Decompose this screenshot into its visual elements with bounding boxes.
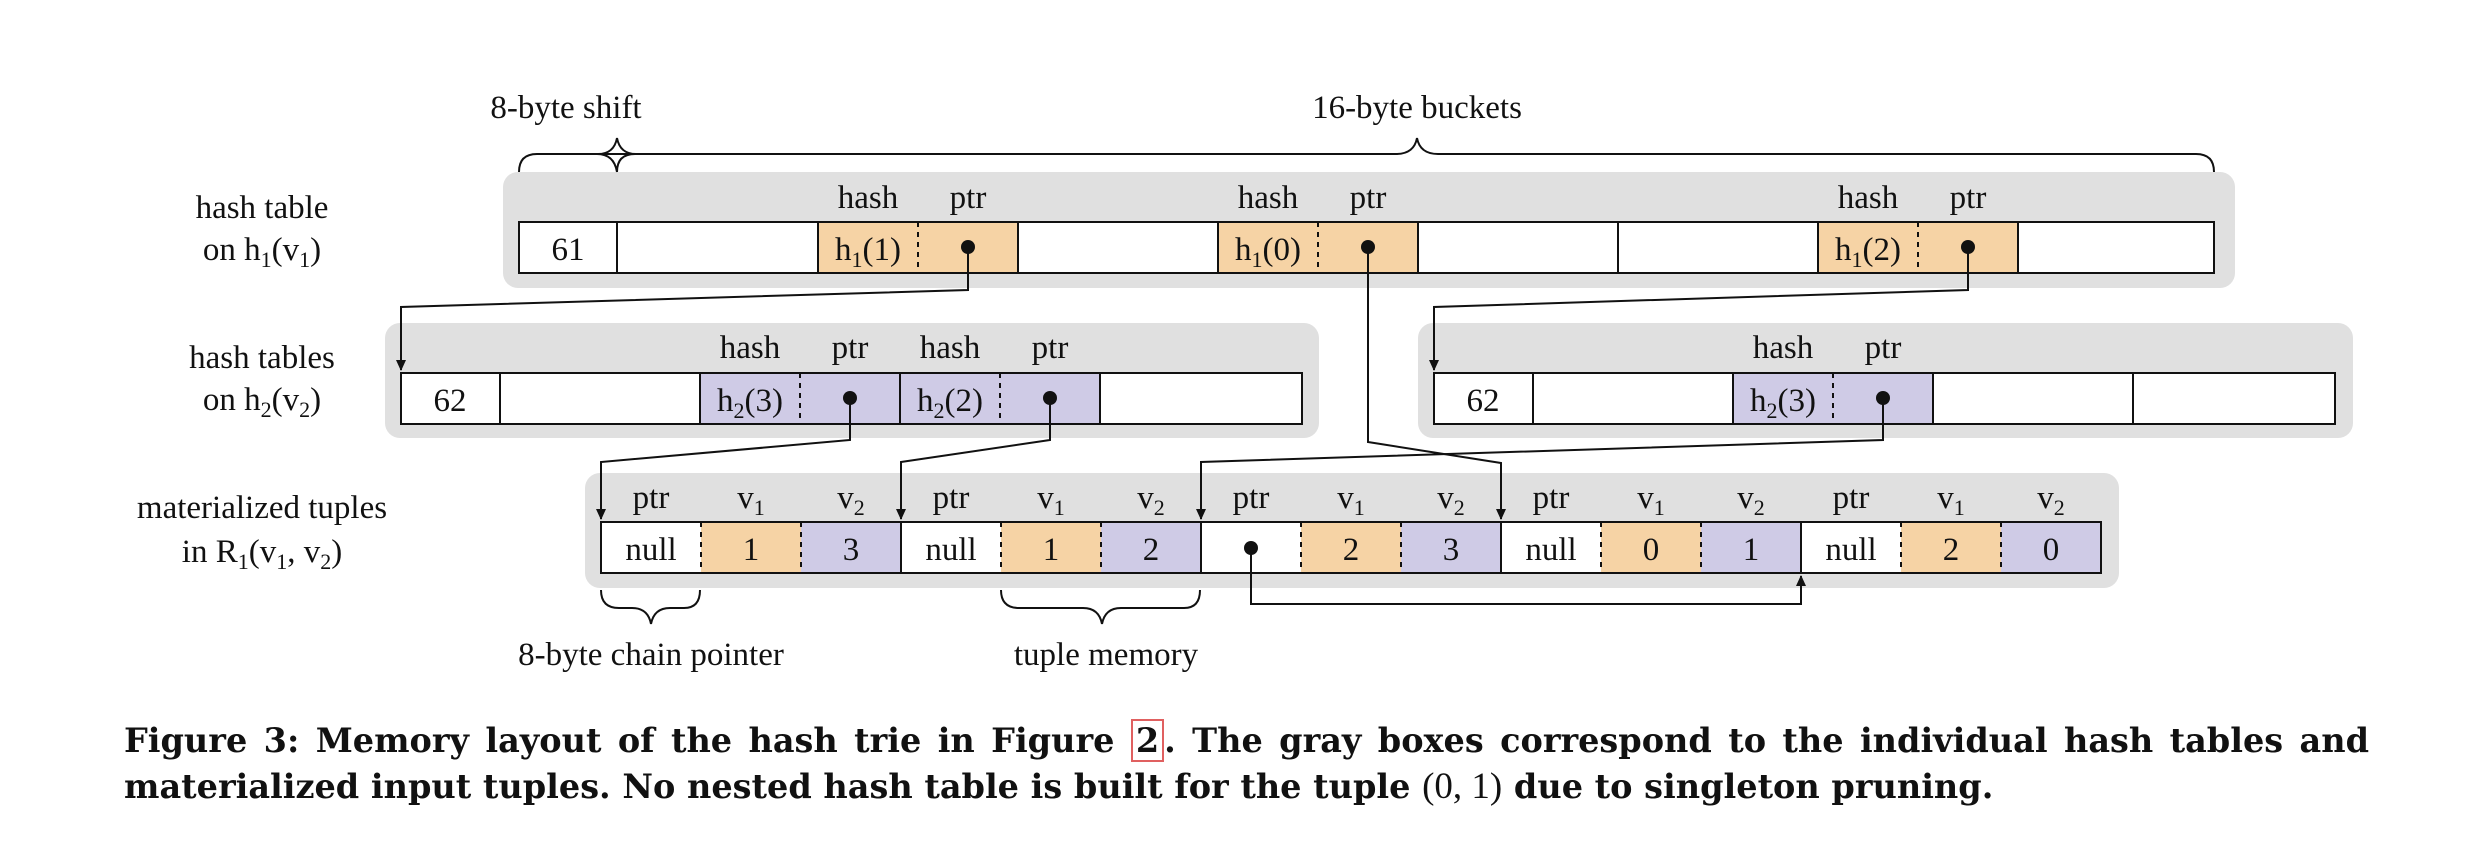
svg-text:hash tables: hash tables: [189, 340, 335, 376]
svg-text:materialized tuples: materialized tuples: [137, 490, 387, 526]
svg-text:hash: hash: [1238, 180, 1299, 216]
svg-text:hash: hash: [838, 180, 899, 216]
figure-caption: Figure 3: Memory layout of the hash trie…: [124, 719, 2370, 807]
shift-label: 8-byte shift: [490, 90, 641, 126]
svg-text:1: 1: [1743, 532, 1760, 568]
svg-text:3: 3: [1443, 532, 1460, 568]
svg-text:v1: v1: [1337, 480, 1365, 520]
svg-text:null: null: [625, 532, 676, 568]
svg-text:2: 2: [1143, 532, 1160, 568]
svg-text:v1: v1: [1937, 480, 1965, 520]
hash-table-2a: 62 h2(3) hash ptr h2(2) hash ptr: [400, 330, 1303, 425]
svg-text:on h2(v2): on h2(v2): [203, 382, 321, 422]
hash-table-1: 61 h1(1) hash ptr h1(0) hash ptr h1(2) h…: [518, 180, 2215, 274]
svg-text:null: null: [925, 532, 976, 568]
svg-text:hash table: hash table: [196, 190, 329, 226]
svg-text:h1(1): h1(1): [835, 232, 901, 272]
svg-text:in R1(v1, v2): in R1(v1, v2): [182, 534, 342, 574]
svg-text:1: 1: [743, 532, 760, 568]
svg-text:v2: v2: [2037, 480, 2065, 520]
svg-text:ptr: ptr: [1833, 480, 1870, 516]
ht1-shift-value: 61: [552, 232, 585, 268]
svg-text:h1(0): h1(0): [1235, 232, 1301, 272]
hash-table-2b: 62 h2(3) hash ptr: [1433, 330, 2336, 425]
tuple-entry: null 1 2 ptr v1 v2: [900, 480, 1201, 573]
ht2b-shift-value: 62: [1467, 383, 1500, 419]
svg-text:0: 0: [1643, 532, 1660, 568]
tuple-entry: 2 3 ptr v1 v2: [1200, 480, 1501, 573]
arrow-h1-2-to-ht2b: [1429, 247, 1969, 371]
tuple-memory-label: tuple memory: [1014, 637, 1199, 673]
svg-text:ptr: ptr: [950, 180, 987, 216]
tuple-entry: null 0 1 ptr v1 v2: [1500, 480, 1801, 573]
svg-text:0: 0: [2043, 532, 2060, 568]
ht1-bucket-entry: h1(0) hash ptr: [1217, 180, 1419, 274]
svg-text:h2(3): h2(3): [1750, 383, 1816, 423]
math-tuple: (0, 1): [1422, 766, 1503, 807]
materialized-tuples: null 1 3 ptr v1 v2 null 1 2 ptr v1 v2: [600, 480, 2102, 574]
svg-text:hash: hash: [720, 330, 781, 366]
chain-pointer-label: 8-byte chain pointer: [518, 637, 784, 673]
svg-text:h2(3): h2(3): [717, 383, 783, 423]
svg-text:v1: v1: [1637, 480, 1665, 520]
svg-text:hash: hash: [920, 330, 981, 366]
memory-layout-diagram: 8-byte shift 16-byte buckets 8-byte chai…: [137, 90, 2353, 673]
svg-text:null: null: [1825, 532, 1876, 568]
row-label-hash-table-1: hash table on h1(v1): [196, 190, 329, 272]
svg-text:h2(2): h2(2): [917, 383, 983, 423]
svg-text:ptr: ptr: [832, 330, 869, 366]
arrow-h2-3b-to-tuple: [1196, 398, 1884, 520]
svg-text:hash: hash: [1838, 180, 1899, 216]
svg-text:ptr: ptr: [1950, 180, 1987, 216]
row-label-hash-tables-2: hash tables on h2(v2): [189, 340, 335, 422]
ht2a-bucket-entry: h2(2) hash ptr: [899, 330, 1101, 425]
brace-tuple-memory: [1000, 589, 1201, 625]
svg-text:hash: hash: [1753, 330, 1814, 366]
svg-text:v2: v2: [1137, 480, 1165, 520]
svg-text:ptr: ptr: [1865, 330, 1902, 366]
pointer-arrows: [396, 247, 1969, 605]
svg-text:null: null: [1525, 532, 1576, 568]
brace-buckets: [616, 137, 2215, 173]
ht2b-bucket-entry: h2(3) hash ptr: [1732, 330, 1934, 425]
svg-text:1: 1: [1043, 532, 1060, 568]
arrow-chain-pointer: [1250, 548, 1806, 605]
svg-text:ptr: ptr: [633, 480, 670, 516]
figure-reference-link[interactable]: 2: [1130, 719, 1165, 762]
arrow-h2-3a-to-tuple: [596, 398, 851, 520]
row-label-tuples: materialized tuples in R1(v1, v2): [137, 490, 387, 574]
ht1-bucket-entry: h1(1) hash ptr: [817, 180, 1019, 274]
tuple-entry: null 2 0 ptr v1 v2: [1800, 480, 2101, 573]
svg-text:h1(2): h1(2): [1835, 232, 1901, 272]
svg-text:2: 2: [1943, 532, 1960, 568]
buckets-label: 16-byte buckets: [1312, 90, 1522, 126]
arrow-h1-0-to-tuple: [1367, 247, 1506, 520]
svg-text:v2: v2: [1437, 480, 1465, 520]
brace-chain-pointer: [600, 589, 701, 625]
svg-text:ptr: ptr: [1032, 330, 1069, 366]
svg-text:3: 3: [843, 532, 860, 568]
ht2a-shift-value: 62: [434, 383, 467, 419]
svg-text:on h1(v1): on h1(v1): [203, 232, 321, 272]
ht2a-bucket-entry: h2(3) hash ptr: [699, 330, 901, 425]
svg-text:ptr: ptr: [933, 480, 970, 516]
svg-text:v1: v1: [1037, 480, 1065, 520]
tuple-entry: null 1 3 ptr v1 v2: [625, 480, 901, 573]
arrow-h1-1-to-ht2a: [396, 247, 969, 371]
svg-text:ptr: ptr: [1350, 180, 1387, 216]
svg-text:ptr: ptr: [1533, 480, 1570, 516]
arrow-h2-2-to-tuple: [896, 398, 1051, 520]
svg-text:v2: v2: [837, 480, 865, 520]
svg-text:ptr: ptr: [1233, 480, 1270, 516]
svg-text:2: 2: [1343, 532, 1360, 568]
svg-text:v1: v1: [737, 480, 765, 520]
svg-text:v2: v2: [1737, 480, 1765, 520]
ht1-bucket-entry: h1(2) hash ptr: [1817, 180, 2019, 274]
